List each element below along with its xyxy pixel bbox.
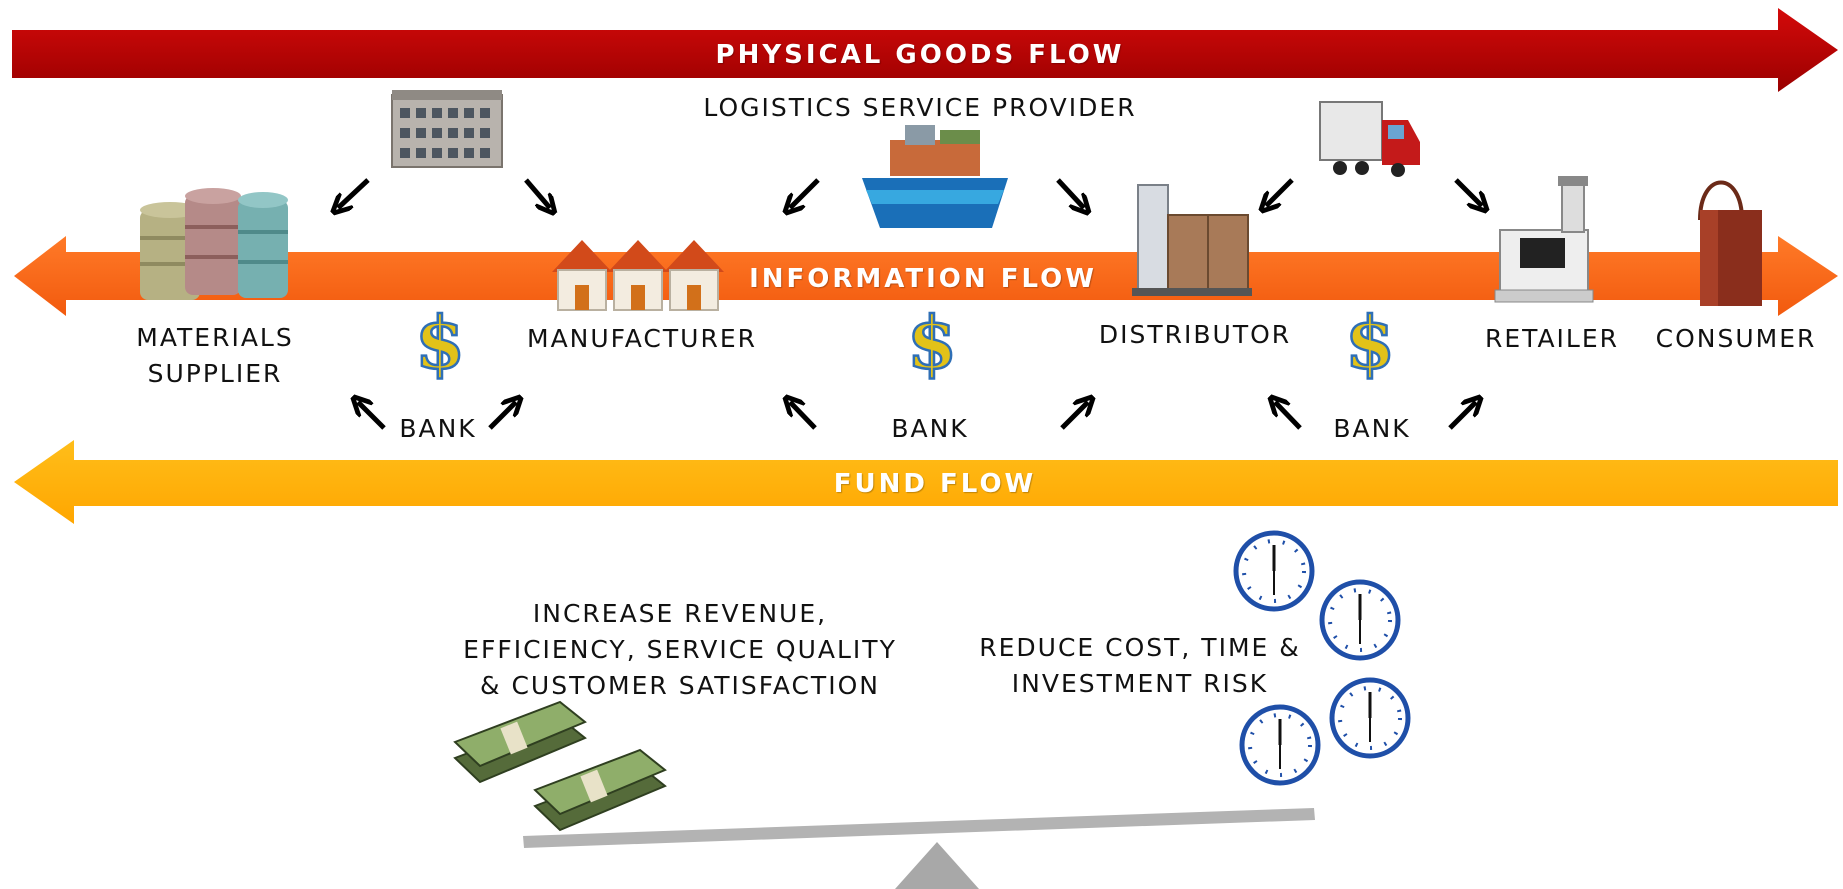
fund-arrow bbox=[1275, 402, 1302, 430]
svg-text:$: $ bbox=[415, 300, 465, 385]
flow-arrow bbox=[338, 178, 370, 208]
flow-arrow bbox=[1454, 178, 1482, 206]
fund-arrow bbox=[790, 402, 817, 430]
information-flow-arrow bbox=[14, 236, 1838, 316]
flow-arrow bbox=[790, 178, 820, 208]
fund-flow-label: FUND FLOW bbox=[833, 469, 1037, 499]
logistics-provider-label: LOGISTICS SERVICE PROVIDER bbox=[703, 93, 1137, 122]
forklift-boxes-icon bbox=[1132, 184, 1252, 296]
houses-icon bbox=[552, 240, 724, 311]
warehouse-icon bbox=[391, 90, 503, 168]
dollar-icon: $ bbox=[414, 299, 467, 387]
truck-icon bbox=[1319, 101, 1420, 177]
increase-benefits-text: INCREASE REVENUE, EFFICIENCY, SERVICE QU… bbox=[463, 599, 897, 700]
consumer-label: CONSUMER bbox=[1655, 324, 1817, 353]
flow-arrow bbox=[1056, 178, 1084, 208]
dollar-icon: $ bbox=[1344, 299, 1397, 387]
bank-label: BANK bbox=[1333, 414, 1411, 443]
flow-arrow bbox=[1266, 178, 1294, 206]
fund-arrow bbox=[1060, 402, 1088, 430]
fund-flow-arrow bbox=[14, 440, 1838, 524]
flow-arrow bbox=[524, 178, 550, 208]
bank-label: BANK bbox=[399, 414, 477, 443]
cash-register-icon bbox=[1494, 176, 1594, 303]
fund-arrow bbox=[358, 402, 386, 430]
clock-icon bbox=[1239, 704, 1321, 786]
information-flow-label: INFORMATION FLOW bbox=[749, 264, 1097, 294]
shopping-bag-icon bbox=[1698, 180, 1762, 306]
manufacturer-label: MANUFACTURER bbox=[527, 324, 757, 353]
fund-arrow bbox=[1448, 402, 1476, 430]
physical-goods-flow-label: PHYSICAL GOODS FLOW bbox=[715, 40, 1125, 70]
money-stack-icon bbox=[533, 748, 667, 832]
svg-text:$: $ bbox=[907, 300, 957, 385]
fund-arrow bbox=[488, 402, 516, 430]
clock-icon bbox=[1319, 579, 1401, 661]
clock-icon bbox=[1233, 530, 1315, 612]
bank-label: BANK bbox=[891, 414, 969, 443]
distributor-label: DISTRIBUTOR bbox=[1098, 320, 1292, 349]
reduce-benefits-text: REDUCE COST, TIME & INVESTMENT RISK bbox=[979, 633, 1301, 698]
ship-icon bbox=[862, 125, 1008, 228]
retailer-label: RETAILER bbox=[1484, 324, 1620, 353]
svg-text:$: $ bbox=[1345, 300, 1395, 385]
seesaw-icon bbox=[523, 808, 1315, 889]
materials-supplier-label: MATERIALS SUPPLIER bbox=[136, 323, 294, 388]
material-spools-icon bbox=[140, 188, 288, 300]
dollar-icon: $ bbox=[906, 299, 959, 387]
physical-goods-flow-arrow bbox=[12, 8, 1838, 92]
money-stack-icon bbox=[453, 700, 587, 784]
clock-icon bbox=[1329, 677, 1411, 759]
